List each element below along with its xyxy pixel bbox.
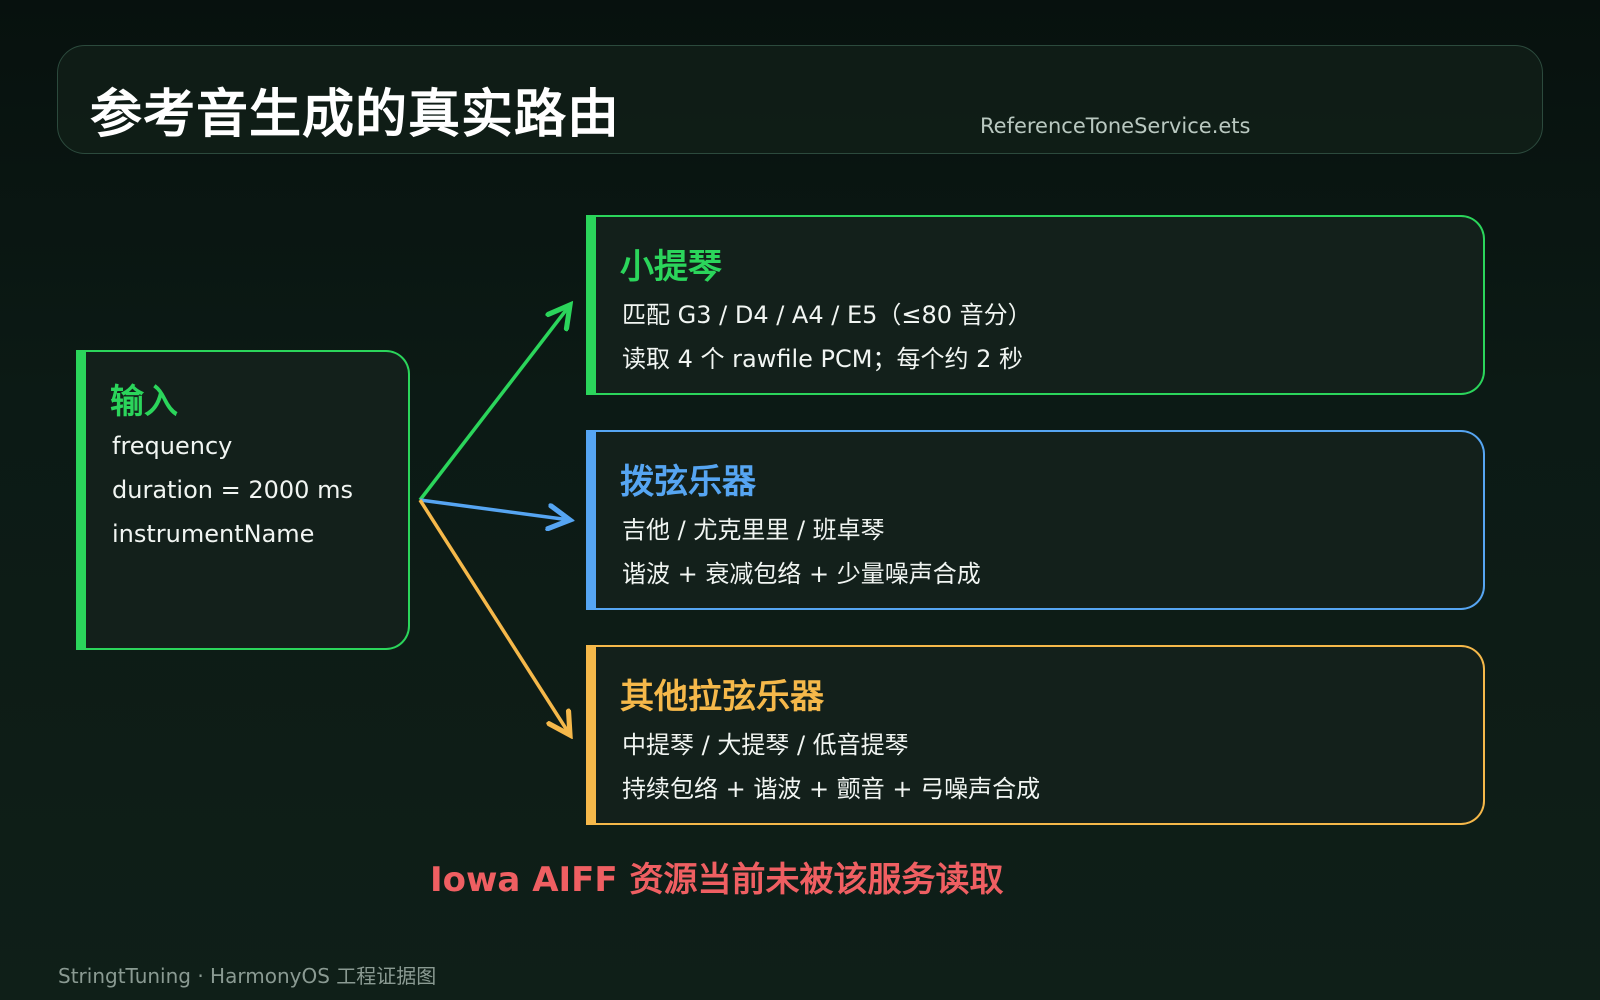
arrow-to-plucked [419,498,570,520]
violin-line-2: 读取 4 个 rawfile PCM；每个约 2 秒 [622,345,1024,373]
plucked-title: 拨弦乐器 [620,462,756,502]
plucked-line-1: 吉他 / 尤克里里 / 班卓琴 [622,516,885,544]
warning-note: Iowa AIFF 资源当前未被该服务读取 [430,860,1004,900]
bowed-title: 其他拉弦乐器 [620,677,824,717]
input-title: 输入 [110,382,178,422]
input-accent-bar [76,350,86,650]
route-plucked: 拨弦乐器 吉他 / 尤克里里 / 班卓琴 谐波 + 衰减包络 + 少量噪声合成 [586,430,1485,610]
footer-caption: StringtTuning · HarmonyOS 工程证据图 [58,964,437,988]
arrow-to-bowed [418,499,570,735]
plucked-line-2: 谐波 + 衰减包络 + 少量噪声合成 [622,560,981,588]
input-node: 输入 frequency duration = 2000 ms instrume… [76,350,410,650]
bowed-line-2: 持续包络 + 谐波 + 颤音 + 弓噪声合成 [622,775,1041,803]
input-duration: duration = 2000 ms [112,476,353,504]
bowed-accent-bar [586,645,596,825]
violin-accent-bar [586,215,596,395]
source-file-label: ReferenceToneService.ets [980,114,1251,138]
violin-title: 小提琴 [620,247,722,287]
bowed-line-1: 中提琴 / 大提琴 / 低音提琴 [622,731,909,759]
route-bowed: 其他拉弦乐器 中提琴 / 大提琴 / 低音提琴 持续包络 + 谐波 + 颤音 +… [586,645,1485,825]
arrow-to-violin [418,305,570,502]
plucked-accent-bar [586,430,596,610]
page-title: 参考音生成的真实路由 [90,85,621,145]
route-violin: 小提琴 匹配 G3 / D4 / A4 / E5（≤80 音分） 读取 4 个 … [586,215,1485,395]
input-instrument-name: instrumentName [112,520,315,548]
violin-line-1: 匹配 G3 / D4 / A4 / E5（≤80 音分） [622,301,1032,329]
input-frequency: frequency [112,432,233,460]
header-panel: 参考音生成的真实路由 ReferenceToneService.ets [57,45,1543,154]
